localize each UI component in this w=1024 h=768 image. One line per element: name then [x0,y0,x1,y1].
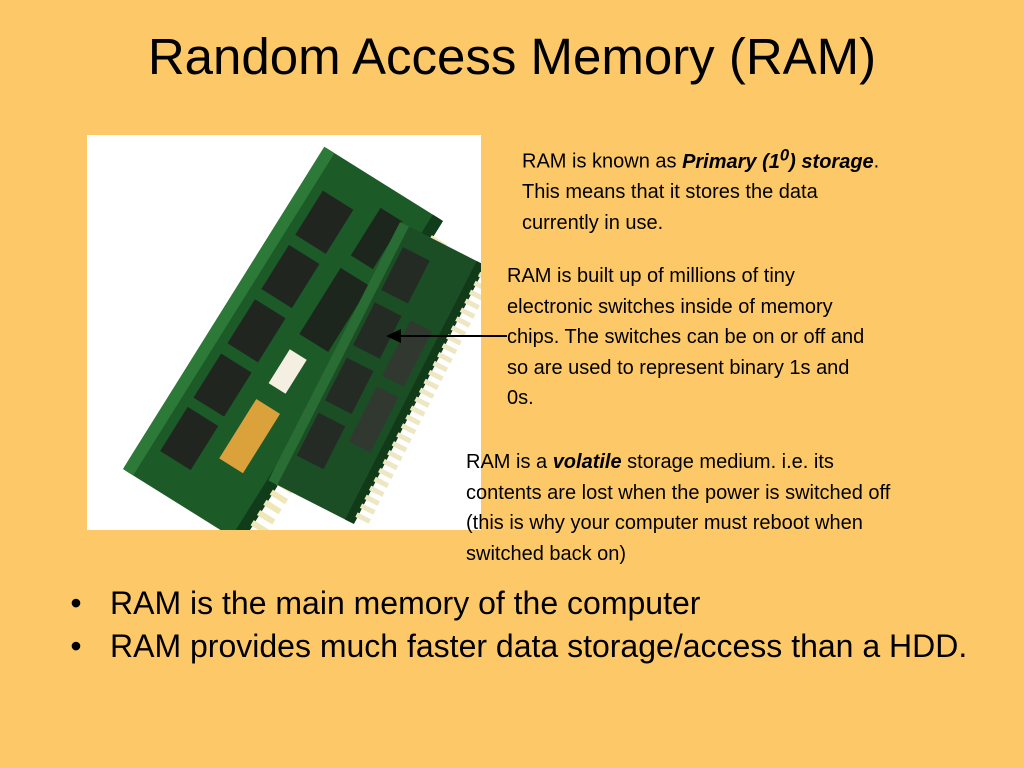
memory-switches-note: RAM is built up of millions of tiny elec… [507,265,865,409]
bullet-list: • RAM is the main memory of the computer… [66,584,996,670]
volatile-note-prefix: RAM is a [466,451,553,473]
primary-storage-word: storage [801,150,874,173]
primary-storage-close: ) [789,150,796,173]
primary-note-prefix: RAM is known as [522,150,683,173]
ram-modules-illustration [87,135,481,530]
bullet-text: RAM is the main memory of the computer [110,585,701,621]
primary-storage-note: RAM is known as Primary (10) storage. Th… [522,140,894,238]
volatile-note-suffix: storage medium. i.e. its contents are lo… [466,451,891,565]
ram-modules-photo [87,135,481,530]
bullet-item: • RAM is the main memory of the computer [66,584,996,623]
primary-note-suffix: . This means that it stores the data cur… [522,150,880,234]
primary-storage-superscript: 0 [779,145,790,164]
callout-arrow [386,329,507,343]
volatile-storage-note: RAM is a volatile storage medium. i.e. i… [466,447,906,569]
bullet-icon: • [70,628,82,664]
volatile-emphasis: volatile [552,451,622,473]
slide-title: Random Access Memory (RAM) [147,28,877,85]
primary-storage-emphasis: Primary (10) storage [682,145,874,173]
primary-storage-main: Primary (1 [682,150,780,173]
bullet-item: • RAM provides much faster data storage/… [66,627,996,666]
bullet-text: RAM provides much faster data storage/ac… [110,628,968,664]
bullet-icon: • [70,585,82,621]
